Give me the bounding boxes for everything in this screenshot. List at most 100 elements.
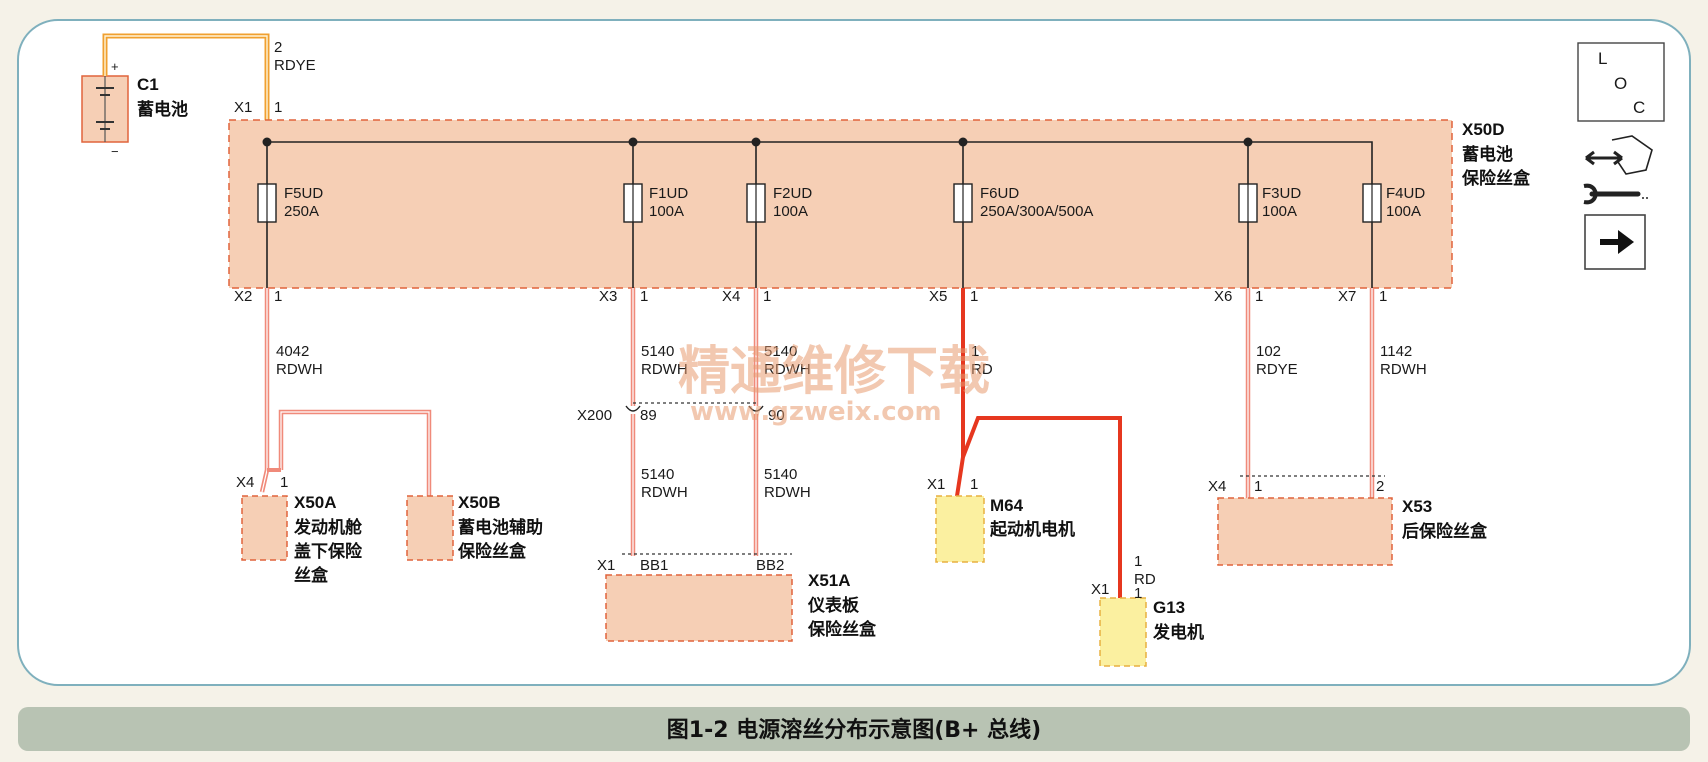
x50b-l1: 蓄电池辅助 [458, 517, 543, 538]
m64-l1: 起动机电机 [989, 519, 1075, 540]
wire-color: RDWH [764, 484, 811, 501]
x50b-l2: 保险丝盒 [457, 541, 527, 562]
x53-pin-a: 1 [1254, 478, 1262, 495]
wrench-icon[interactable] [1583, 183, 1650, 205]
wire-5140-b [748, 288, 764, 556]
battery-minus: − [111, 144, 119, 159]
wire-color: RD [971, 361, 993, 378]
loc-icon[interactable]: L O C [1577, 42, 1665, 122]
m64-conn: X1 [927, 476, 945, 493]
fuse-f3ud: F3UD 100A [1238, 142, 1301, 288]
battery-id: C1 [137, 75, 159, 94]
fusebox-name1: 蓄电池 [1462, 144, 1513, 165]
fuse-f4ud: F4UD 100A [1362, 183, 1425, 288]
out-pin: 1 [640, 288, 648, 305]
x51a-l1: 仪表板 [807, 595, 860, 616]
wire-number: 5140 [641, 466, 674, 483]
loc-c: C [1633, 98, 1645, 117]
x53-l1: 后保险丝盒 [1402, 521, 1488, 542]
x50a-l3: 丝盒 [294, 565, 329, 586]
x53-conn: X4 [1208, 478, 1226, 495]
battery-conn: X1 [234, 99, 252, 116]
x50a-id: X50A [294, 493, 337, 512]
fuse-rating: 100A [1386, 203, 1421, 220]
wire-number: 5140 [641, 343, 674, 360]
fuse-id: F2UD [773, 185, 812, 202]
fuse-id: F4UD [1386, 185, 1425, 202]
x51a-pin-a: BB1 [640, 557, 668, 574]
out-conn: X6 [1214, 288, 1232, 305]
g13-wire: 1 [1134, 553, 1142, 570]
component-x50b: X50B 蓄电池辅助 保险丝盒 [406, 493, 543, 562]
fuse-f6ud: F6UD 250A/300A/500A [953, 142, 1093, 288]
fusebox-name2: 保险丝盒 [1461, 168, 1531, 189]
fuse-rating: 100A [773, 203, 808, 220]
x51a-l2: 保险丝盒 [807, 619, 877, 640]
g13-wire-color: RD [1134, 571, 1156, 588]
caption-text: 图1-2 电源溶丝分布示意图(B+ 总线) [667, 717, 1041, 743]
out-conn: X4 [722, 288, 740, 305]
fuse-f1ud: F1UD 100A [623, 142, 688, 288]
x50a-pin: 1 [280, 474, 288, 491]
out-pin: 1 [1255, 288, 1263, 305]
battery-c1: + − C1 蓄电池 [81, 59, 188, 159]
out-conn: X2 [234, 288, 252, 305]
wire-rd [955, 288, 1122, 616]
x51a-conn: X1 [597, 557, 615, 574]
fuse-f2ud: F2UD 100A [746, 142, 812, 288]
component-x51a: X1 BB1 BB2 X51A 仪表板 保险丝盒 [597, 553, 877, 642]
fuse-rating: 250A/300A/500A [980, 203, 1093, 220]
g13-pin: 1 [1134, 585, 1142, 602]
wire-number: 5140 [764, 343, 797, 360]
battery-plus: + [111, 59, 119, 74]
next-arrow-icon[interactable] [1584, 214, 1646, 270]
out-pin: 1 [1379, 288, 1387, 305]
g13-conn: X1 [1091, 581, 1109, 598]
component-m64: X1 1 M64 起动机电机 [927, 476, 1075, 563]
battery-name: 蓄电池 [137, 99, 188, 120]
wire-4042 [259, 288, 432, 496]
out-pin: 1 [763, 288, 771, 305]
x200-id: X200 [577, 407, 612, 424]
component-g13: 1 RD X1 1 G13 发电机 [1091, 553, 1204, 667]
wire-5140-a [625, 288, 641, 556]
wire-color: RDWH [276, 361, 323, 378]
fuse-id: F3UD [1262, 185, 1301, 202]
g13-id: G13 [1153, 598, 1185, 617]
x51a-pin-b: BB2 [756, 557, 784, 574]
component-x50a: X4 1 X50A 发动机舱 盖下保险 丝盒 [236, 474, 363, 586]
x200-pin-b: 90 [768, 407, 785, 424]
fuse-id: F1UD [649, 185, 688, 202]
fuse-f5ud: F5UD 250A [257, 142, 323, 288]
wire-number: 102 [1256, 343, 1281, 360]
wire-number: 5140 [764, 466, 797, 483]
out-pin: 1 [970, 288, 978, 305]
wire-number: 4042 [276, 343, 309, 360]
connector-arrow-icon[interactable] [1585, 135, 1653, 175]
wire-number: 1142 [1380, 343, 1412, 360]
wire-color: RDYE [1256, 361, 1298, 378]
fuse-rating: 250A [284, 203, 319, 220]
fuse-rating: 100A [1262, 203, 1297, 220]
battery-wire-color: RDYE [274, 57, 316, 74]
x51a-id: X51A [808, 571, 851, 590]
m64-id: M64 [990, 496, 1024, 515]
out-pin: 1 [274, 288, 282, 305]
fuse-rating: 100A [649, 203, 684, 220]
fusebox-id: X50D [1462, 120, 1505, 139]
x200-pin-a: 89 [640, 407, 657, 424]
out-conn: X3 [599, 288, 617, 305]
x53-pin-b: 2 [1376, 478, 1384, 495]
wire-color: RDWH [641, 361, 688, 378]
loc-o: O [1614, 74, 1627, 93]
wire-color: RDWH [1380, 361, 1427, 378]
component-x53: X4 1 2 X53 后保险丝盒 [1208, 475, 1488, 566]
wire-number: 1 [971, 343, 979, 360]
out-conn: X5 [929, 288, 947, 305]
wire-color: RDWH [764, 361, 811, 378]
watermark-cn: 精通维修下载 [678, 342, 990, 402]
caption-banner [18, 707, 1690, 751]
x50a-l1: 发动机舱 [293, 517, 363, 538]
fuse-id: F5UD [284, 185, 323, 202]
